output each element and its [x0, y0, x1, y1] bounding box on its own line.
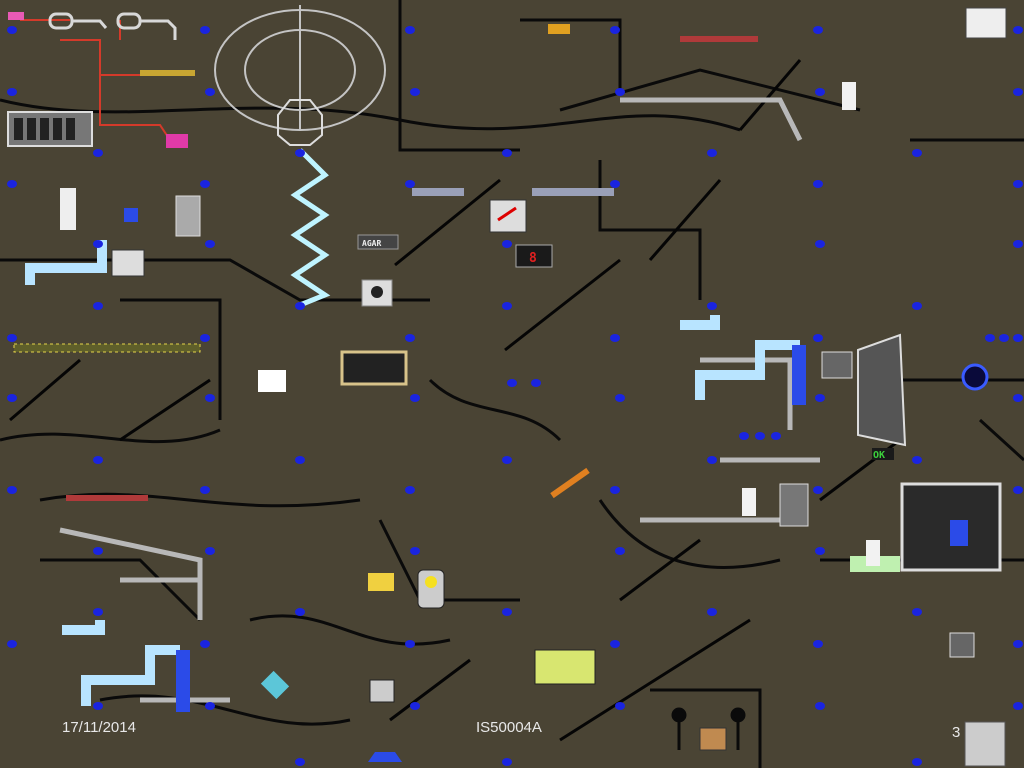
grey-pipework — [59, 97, 820, 703]
label-card — [258, 370, 286, 392]
ok-label: OK — [873, 450, 885, 461]
blue-chip-panel — [124, 208, 138, 222]
blue-column-left — [176, 650, 190, 712]
bottom-right-bin — [964, 721, 1006, 767]
digit-display-label: 8 — [529, 251, 537, 266]
top-right-frame — [949, 632, 975, 658]
grate-slots — [14, 118, 75, 140]
cyan-crystal — [260, 670, 290, 700]
blue-column-right — [792, 345, 806, 405]
rainbow-strip — [548, 24, 570, 34]
agar-label: AGAR — [362, 239, 381, 248]
cabinet-screen — [950, 520, 968, 546]
power-unit — [417, 569, 445, 609]
helium-coil — [290, 148, 331, 308]
hex-bulb-housing — [277, 99, 323, 146]
red-digit-display — [515, 244, 553, 268]
control-box — [175, 195, 201, 237]
fan-grill — [821, 351, 853, 379]
orange-stick — [550, 467, 590, 499]
slide-date: 17/11/2014 — [62, 719, 136, 736]
blue-junction-nodes — [7, 26, 1023, 766]
red-wiring — [20, 19, 171, 141]
spiral-ring — [214, 5, 386, 131]
conveyor-bars — [13, 36, 758, 501]
blue-pipe-right — [25, 240, 800, 706]
vial-rack — [111, 249, 145, 277]
keypad-device — [369, 679, 395, 703]
agar-plate-box — [357, 234, 399, 250]
blue-flask — [368, 752, 402, 762]
analog-meter — [489, 199, 527, 233]
yellow-rod — [140, 70, 195, 76]
meter-needle — [497, 206, 517, 222]
slide-page-number: 3 — [952, 724, 961, 741]
pink-marker — [8, 12, 24, 20]
white-pillar — [60, 188, 76, 230]
locker-panel — [779, 483, 809, 527]
yellow-lamp — [425, 576, 437, 588]
clamp-fittings — [48, 12, 177, 40]
ok-gauge — [872, 448, 894, 460]
server-cabinet — [900, 482, 1002, 572]
yellow-envelope — [368, 573, 394, 591]
microscope-screen — [340, 350, 408, 386]
vent-stack — [857, 333, 907, 447]
blue-lens-icon — [961, 363, 989, 391]
slide-code: IS50004A — [476, 719, 542, 736]
top-right-monitor — [965, 7, 1007, 39]
magenta-valve — [166, 134, 188, 148]
brown-crate — [699, 727, 727, 751]
dark-figures — [671, 707, 746, 750]
yellow-specimen-tray — [534, 649, 596, 685]
hazard-skull-icon — [371, 286, 383, 298]
scientist-figures — [742, 82, 880, 566]
diagonal-conduits — [9, 59, 901, 742]
